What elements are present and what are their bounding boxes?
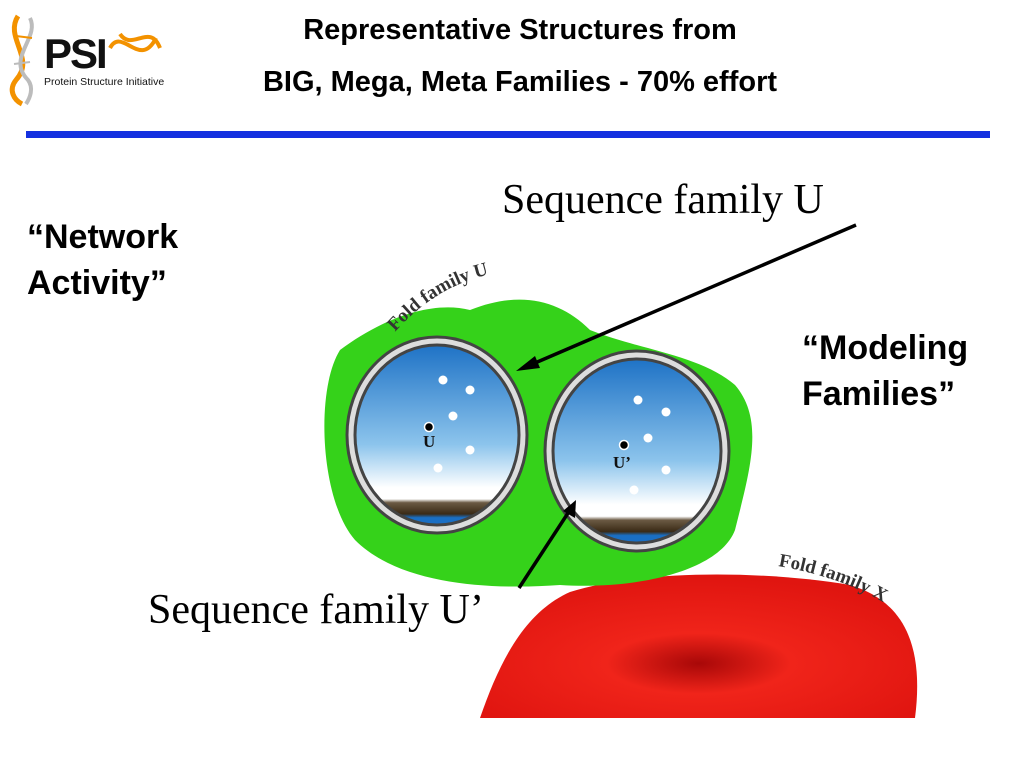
sequence-family-u-caption: Sequence family U (502, 177, 824, 223)
network-activity-label: “Network Activity” (27, 214, 178, 306)
page-title-line-2: BIG, Mega, Meta Families - 70% effort (262, 66, 778, 98)
marker-u: U (423, 432, 435, 451)
title-divider (26, 131, 990, 138)
fold-family-x-shape (480, 574, 918, 718)
psi-logo: PSI Protein Structure Initiative (0, 8, 200, 108)
network-activity-line-2: Activity” (27, 264, 167, 302)
arrow-to-sequence-family-u-prime (517, 500, 576, 589)
sequence-family-u-prime-circle (543, 349, 731, 553)
network-activity-line-1: “Network (27, 218, 179, 256)
sequence-family-u-circle (345, 335, 529, 535)
modeling-families-line-1: “Modeling (802, 329, 969, 367)
arrow-to-sequence-family-u (516, 223, 857, 371)
modeling-families-line-2: Families” (802, 375, 956, 413)
sequence-family-u-prime-caption: Sequence family U’ (148, 587, 484, 633)
logo-subtitle: Protein Structure Initiative (44, 76, 165, 88)
logo-mark: PSI (44, 30, 108, 77)
modeling-families-label: “Modeling Families” (802, 325, 968, 417)
dna-helix-icon (9, 14, 162, 107)
marker-u-prime: U’ (613, 453, 631, 472)
page-title-line-1: Representative Structures from (303, 14, 737, 46)
